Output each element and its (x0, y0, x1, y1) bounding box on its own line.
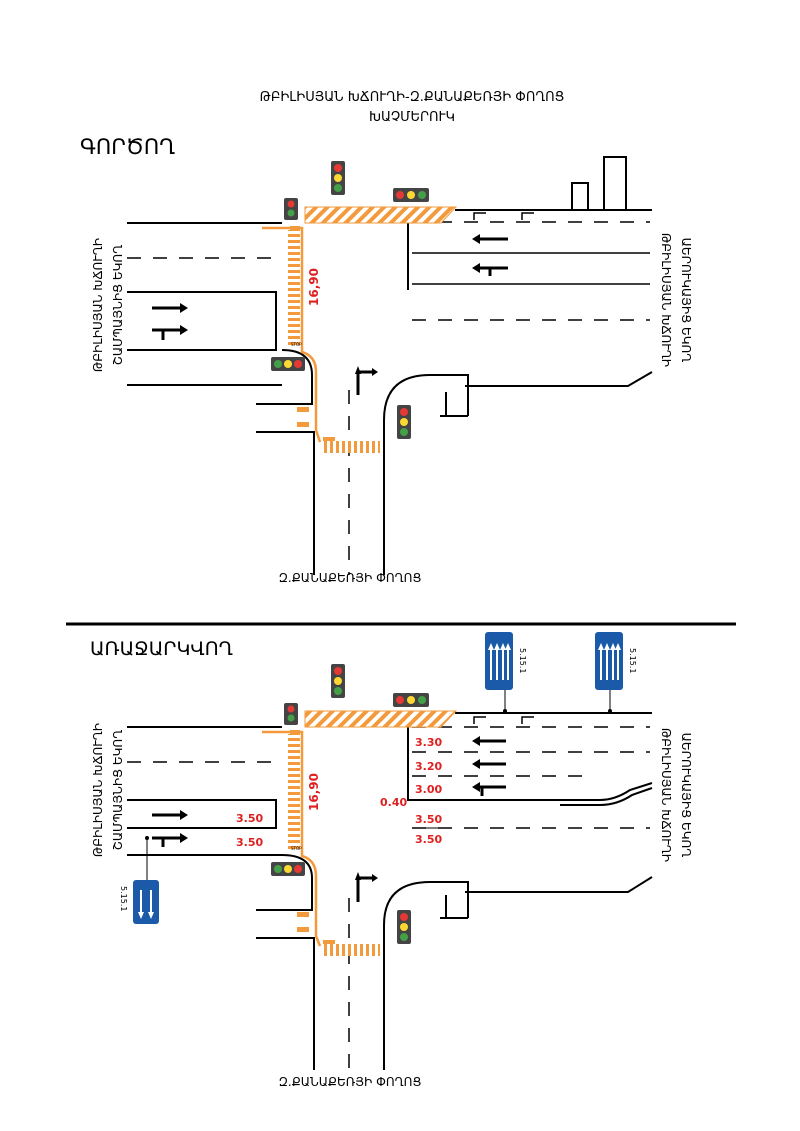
top-right-road-name: ԹԲԻԼԻՍՅԱՆ ԽՃՈՒՂԻ ԱԵՐՈՒԿԱՅԻՑ ԵԿՈՂ (659, 233, 693, 367)
bottom-pedestrian-light (284, 703, 298, 725)
top-right-road-name-line2: ԱԵՐՈՒԿԱՅԻՑ ԵԿՈՂ (679, 238, 693, 363)
bottom-arrow-lane-3 (472, 782, 506, 796)
left-lane-width-2: 3.50 (236, 836, 263, 849)
bottom-right-road-name: ԹԲԻԼԻՍՅԱՆ ԽՃՈՒՂԻ ԱԵՐՈՒԿԱՅԻՑ ԵԿՈՂ (659, 728, 693, 862)
bottom-left-road-name: ԹԲԻԼԻՍՅԱՆ ԽՃՈՒՂԻ ՇԱՄՊԱՅՆԻՑ ԵԿՈՂ (91, 723, 125, 857)
top-section-label: ԳՈՐԾՈՂ (80, 135, 175, 159)
bottom-arrow-small-2 (521, 716, 534, 724)
bottom-hatched-island (304, 710, 458, 728)
stop-label-2: STOP (291, 846, 302, 851)
top-right-road-name-line1: ԹԲԻԼԻՍՅԱՆ ԽՃՈՒՂԻ (659, 233, 673, 367)
top-left-road-name-line1: ԹԲԻԼԻՍՅԱՆ ԽՃՈՒՂԻ (91, 238, 105, 372)
top-arrow-bottom-approach (355, 366, 378, 395)
bottom-bottom-road-name: Զ.ՔԱՆԱՔԵՌՅԻ ՓՈՂՈՑ (279, 1075, 422, 1089)
bottom-arrows (152, 716, 534, 902)
bottom-road-edges (127, 712, 653, 1070)
top-road-edges (127, 156, 653, 575)
right-lower-width-1: 3.50 (415, 813, 442, 826)
top-crosswalk-horizontal (324, 441, 380, 453)
bottom-crosswalk-horizontal (324, 944, 380, 956)
top-orange-curb (262, 226, 322, 443)
bottom-dimensions: 3.30 3.20 3.00 0.40 3.50 3.50 3.50 3.50 (236, 736, 442, 849)
lane-sign-1-code: 5.15.1 (518, 648, 527, 673)
title-line-2: ԽԱՉՄԵՐՈՒԿ (369, 110, 455, 125)
top-arrow-left-lane-1 (472, 234, 508, 244)
bottom-traffic-light-c (271, 862, 305, 876)
right-lane-width-3: 3.00 (415, 783, 442, 796)
bottom-stop-mark-3 (297, 927, 309, 932)
top-stop-mark-1 (290, 226, 300, 231)
top-left-road-name-line2: ՇԱՄՊԱՅՆԻՑ ԵԿՈՂ (111, 245, 125, 365)
bottom-left-road-name-line2: ՇԱՄՊԱՅՆԻՑ ԵԿՈՂ (111, 730, 125, 850)
bottom-arrow-bottom-approach (355, 872, 378, 902)
top-crosswalk-vertical (288, 230, 300, 346)
right-lower-width-2: 3.50 (415, 833, 442, 846)
top-lane-dashes (127, 221, 650, 575)
bottom-right-road-name-line1: ԹԲԻԼԻՍՅԱՆ ԽՃՈՒՂԻ (659, 728, 673, 862)
top-solid-lanes (412, 252, 650, 285)
lane-sign-2: 5.15.1 (595, 632, 637, 713)
top-section: ԳՈՐԾՈՂ (80, 135, 693, 585)
lane-sign-3-code: 5.15.1 (119, 886, 128, 911)
bottom-stop-mark-1 (290, 730, 300, 735)
top-arrow-straight-left (152, 303, 188, 313)
top-left-road-name: ԹԲԻԼԻՍՅԱՆ ԽՃՈՒՂԻ ՇԱՄՊԱՅՆԻՑ ԵԿՈՂ (91, 238, 125, 372)
top-stop-mark-3 (297, 422, 309, 427)
bottom-arrow-lane-1 (472, 736, 506, 746)
top-crosswalk-width: 16,90 (307, 268, 321, 306)
bottom-traffic-light-b (393, 693, 429, 707)
top-arrow-left-lane-2 (472, 263, 508, 276)
bottom-stop-mark-4 (323, 940, 335, 944)
top-arrow-small-2 (521, 212, 534, 220)
top-traffic-light-c (271, 357, 305, 371)
top-pedestrian-light (284, 198, 298, 220)
bottom-stop-mark-2 (297, 912, 309, 917)
bottom-crosswalk-vertical (288, 734, 300, 852)
bottom-traffic-light-a (331, 664, 345, 698)
bottom-arrow-straight-right-down (152, 833, 188, 847)
bottom-right-road-name-line2: ԱԵՐՈՒԿԱՅԻՑ ԵԿՈՂ (679, 733, 693, 858)
top-bottom-road-name: Զ.ՔԱՆԱՔԵՌՅԻ ՓՈՂՈՑ (279, 571, 422, 585)
top-stop-mark-4 (323, 437, 335, 441)
lane-sign-3: 5.15.1 (119, 836, 159, 924)
top-stop-mark-2 (297, 407, 309, 412)
bottom-arrow-straight-left (152, 810, 188, 820)
bottom-section: ԱՌԱՋԱՐԿՎՈՂ (90, 632, 693, 1089)
bottom-arrow-small-1 (473, 716, 486, 724)
top-arrow-straight-right-down (152, 325, 188, 340)
right-lane-width-2: 3.20 (415, 760, 442, 773)
top-traffic-light-d (397, 405, 411, 439)
top-traffic-light-a (331, 161, 345, 195)
lane-sign-2-code: 5.15.1 (628, 648, 637, 673)
bottom-lane-dashes (127, 726, 650, 1070)
lane-sign-1: 5.15.1 (485, 632, 527, 713)
right-offset-value: 0.40 (380, 796, 407, 809)
top-arrows (152, 212, 534, 395)
bottom-arrow-lane-2 (472, 759, 506, 769)
bottom-crosswalk-width: 16,90 (307, 773, 321, 811)
bottom-section-label: ԱՌԱՋԱՐԿՎՈՂ (90, 638, 233, 660)
right-lane-width-1: 3.30 (415, 736, 442, 749)
top-hatched-island (304, 206, 458, 224)
bottom-orange-curb (262, 730, 322, 947)
bottom-traffic-light-d (397, 910, 411, 944)
top-traffic-light-b (393, 188, 429, 202)
title-line-1: ԹԲԻԼԻՍՅԱՆ ԽՃՈՒՂԻ-Զ.ՔԱՆԱՔԵՌՅԻ ՓՈՂՈՑ (260, 90, 565, 105)
top-arrow-small-1 (473, 212, 486, 220)
left-lane-width-1: 3.50 (236, 812, 263, 825)
stop-label-1: STOP (291, 342, 302, 347)
bottom-left-road-name-line1: ԹԲԻԼԻՍՅԱՆ ԽՃՈՒՂԻ (91, 723, 105, 857)
